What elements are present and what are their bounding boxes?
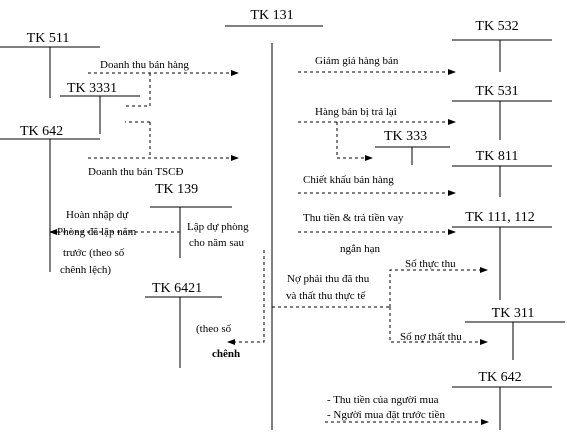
flow-lap-du-phong-line-1: Lập dự phòng: [187, 221, 249, 233]
account-tk531-label: TK 531: [475, 84, 518, 99]
account-tk6421-label-mask: [150, 296, 230, 306]
flow-doanh-thu-ban-hang: Doanh thu bán hàng: [88, 59, 239, 76]
account-tk811-label: TK 811: [476, 149, 519, 164]
account-tk511: TK 511: [0, 31, 100, 98]
account-tk642-right-label: TK 642: [478, 370, 521, 385]
flow-no-phai-thu: Nợ phải thu đã thu và thất thu thực tế S…: [272, 258, 488, 345]
account-tk642-right: TK 642: [452, 370, 552, 430]
account-tk3331: TK 3331: [60, 81, 140, 134]
flow-nguoi-mua-tra-truoc-label: - Người mua đặt trước tiền: [327, 409, 445, 421]
flow-so-no-that-thu-label: Số nợ thất thu: [400, 331, 462, 343]
account-tk511-label: TK 511: [27, 31, 70, 46]
flow-thu-tien-nguoi-mua: - Thu tiền của người mua - Người mua đặt…: [325, 394, 489, 425]
account-tk131: TK 131: [225, 8, 323, 430]
account-tk3331-label: TK 3331: [67, 81, 117, 96]
flow-hoan-nhap-line-3: trước (theo số: [63, 247, 125, 259]
flow-tra-lai-label: Hàng bán bị trả lại: [315, 106, 397, 118]
flow-hoan-nhap-line-1: Hoàn nhập dự: [66, 209, 129, 221]
account-tk333: TK 333: [375, 129, 450, 165]
flow-chiet-khau-label: Chiết khấu bán hàng: [303, 174, 394, 186]
account-tk532: TK 532: [452, 19, 552, 72]
flow-lap-du-phong-arrow: [227, 250, 265, 345]
account-tk311-label: TK 311: [492, 306, 535, 321]
account-tk139-label: TK 139: [155, 182, 198, 197]
account-tk139: TK 139: [150, 182, 232, 258]
flow-giam-gia: Giảm giá hàng bán: [298, 55, 456, 75]
flow-giam-gia-label: Giảm giá hàng bán: [315, 55, 399, 67]
account-tk111-112-label: TK 111, 112: [465, 210, 535, 225]
flow-ngan-han-label: ngắn hạn: [340, 243, 381, 255]
flow-chiet-khau: Chiết khấu bán hàng: [298, 174, 456, 196]
flow-no-phai-thu-line-2: và thất thu thực tế: [286, 290, 366, 302]
account-tk333-label: TK 333: [384, 129, 427, 144]
account-tk532-label: TK 532: [475, 19, 518, 34]
flow-tra-lai-to-333: [336, 122, 373, 161]
flow-doanh-thu-ban-tscd: Doanh thu bán TSCĐ: [88, 155, 239, 178]
account-tk642-left-label: TK 642: [20, 124, 63, 139]
flow-lap-du-phong-line-2: cho năm sau: [189, 237, 244, 249]
account-tk642-left: TK 642: [0, 124, 100, 272]
flow-no-phai-thu-line-1: Nợ phải thu đã thu: [287, 273, 370, 285]
flow-lap-du-phong: Lập dự phòng cho năm sau (theo số chênh: [187, 221, 265, 360]
flow-hang-ban-tra-lai: Hàng bán bị trả lại: [298, 106, 456, 161]
account-tk6421-label: TK 6421: [152, 281, 202, 296]
account-tk131-label: TK 131: [250, 8, 293, 23]
vat-connector-3331: [125, 73, 151, 107]
flow-hoan-nhap-du-phong: Hoàn nhập dự Phòng đã lập năm trước (the…: [49, 209, 180, 276]
account-tk531: TK 531: [452, 84, 552, 140]
flow-theo-so: (theo số: [196, 323, 232, 335]
flow-so-thuc-thu-label: Số thực thu: [405, 258, 456, 270]
flow-hoan-nhap-line-2: Phòng đã lập năm: [57, 226, 137, 238]
account-tk811: TK 811: [452, 149, 552, 197]
flow-hoan-nhap-line-4: chênh lệch): [60, 264, 111, 276]
account-tk111-112: TK 111, 112: [452, 210, 552, 300]
flow-thu-tien-nguoi-mua-label: - Thu tiền của người mua: [327, 394, 439, 406]
flow-doanh-thu-ban-hang-label: Doanh thu bán hàng: [100, 59, 189, 71]
flow-chenh: chênh: [212, 348, 240, 360]
flow-thu-tien-tra-vay: Thu tiền & trả tiền vay ngắn hạn: [298, 212, 456, 255]
flow-so-thuc-thu-arrow: [389, 267, 488, 307]
account-tk6421: TK 6421: [145, 281, 230, 368]
flow-thu-tien-label: Thu tiền & trả tiền vay: [303, 212, 404, 224]
account-tk311: TK 311: [465, 306, 565, 360]
flow-doanh-thu-ban-tscd-label: Doanh thu bán TSCĐ: [88, 166, 183, 178]
